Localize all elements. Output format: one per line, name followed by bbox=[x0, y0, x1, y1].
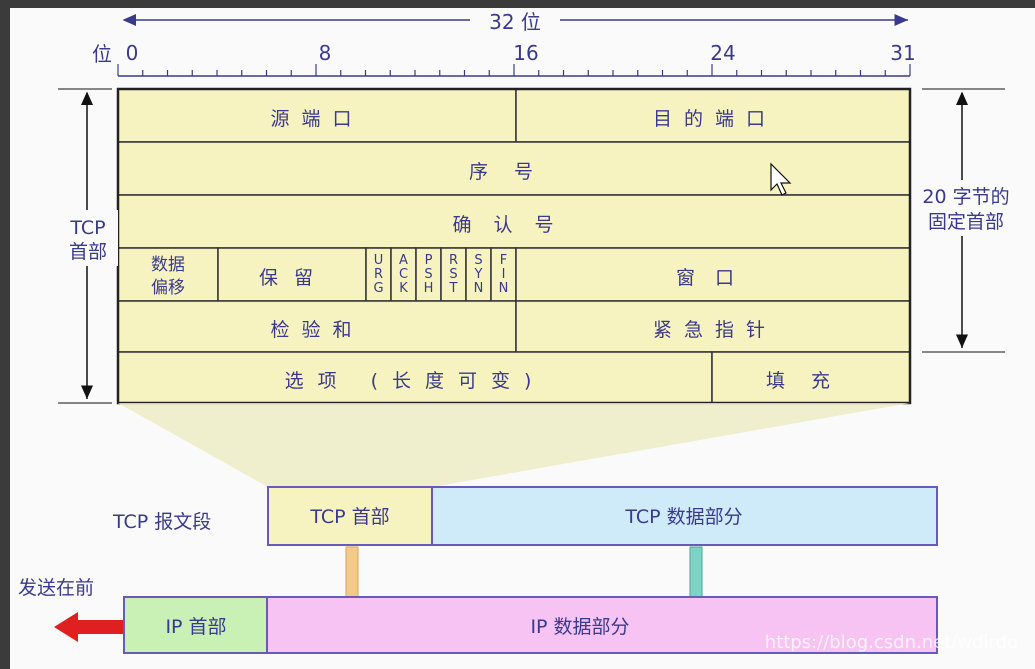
tcp-segment-data-label: TCP 数据部分 bbox=[624, 506, 742, 528]
padding-cell bbox=[711, 351, 911, 404]
ip-data-label: IP 数据部分 bbox=[530, 616, 629, 638]
bit-width-label-bg bbox=[470, 8, 560, 34]
tcp-header-label-bg bbox=[58, 210, 118, 266]
tcp-segment-data-box bbox=[431, 486, 938, 546]
tcp-segment-header-box bbox=[267, 486, 433, 546]
tcp-header-label-1: TCP bbox=[69, 217, 105, 239]
flag-syn-cell bbox=[465, 247, 492, 302]
ack-number-cell bbox=[117, 194, 911, 249]
source-port-label: 源端口 bbox=[270, 108, 363, 130]
padding-label: 填充 bbox=[766, 370, 856, 392]
bit-tick-31: 31 bbox=[890, 41, 915, 65]
bit-tick-0: 0 bbox=[126, 41, 139, 65]
checksum-label: 检验和 bbox=[270, 319, 363, 341]
bit-tick-24: 24 bbox=[710, 41, 735, 65]
ack-number-label: 确认号 bbox=[452, 214, 575, 236]
fixed-header-label-1: 20 字节的 bbox=[922, 186, 1009, 208]
reserved-label: 保留 bbox=[259, 267, 329, 289]
ip-data-box bbox=[266, 596, 938, 654]
send-first-label: 发送在前 bbox=[18, 577, 94, 599]
data-offset-label-1: 数据 bbox=[151, 255, 185, 275]
data-offset-cell bbox=[117, 247, 219, 302]
tcp-header-grid bbox=[116, 87, 912, 405]
send-direction-arrow bbox=[54, 612, 124, 642]
flag-ack-cell bbox=[390, 247, 417, 302]
urgent-pointer-cell bbox=[515, 300, 911, 353]
ip-header-label: IP 首部 bbox=[165, 616, 226, 638]
bit-tick-8: 8 bbox=[319, 41, 332, 65]
dest-port-cell bbox=[515, 88, 911, 143]
reserved-cell bbox=[217, 247, 367, 302]
fixed-header-label-2: 固定首部 bbox=[928, 211, 1004, 233]
mouse-cursor-icon bbox=[770, 162, 792, 196]
fixed-header-label-bg bbox=[914, 180, 1018, 236]
options-label: 选项 (长度可变) bbox=[285, 370, 546, 392]
data-offset-label-2: 偏移 bbox=[151, 278, 185, 298]
expansion-wedge bbox=[118, 403, 910, 487]
window-label: 窗口 bbox=[676, 267, 754, 289]
watermark: https://blog.csdn.net/wdirdo bbox=[765, 632, 1018, 653]
window-cell bbox=[515, 247, 911, 302]
tcp-header-label-2: 首部 bbox=[69, 241, 107, 263]
bit-tick-16: 16 bbox=[513, 41, 538, 65]
bit-width-label: 32 位 bbox=[489, 10, 541, 34]
sequence-number-label: 序号 bbox=[469, 161, 559, 183]
tcp-segment-label: TCP 报文段 bbox=[112, 511, 211, 533]
bit-axis-label: 位 bbox=[92, 42, 112, 66]
ip-header-box bbox=[123, 596, 268, 654]
dest-port-label: 目的端口 bbox=[653, 108, 777, 130]
ruler-ticks bbox=[117, 64, 911, 76]
urgent-pointer-label: 紧急指针 bbox=[653, 319, 777, 341]
tcp-segment-header-label: TCP 首部 bbox=[309, 506, 389, 528]
